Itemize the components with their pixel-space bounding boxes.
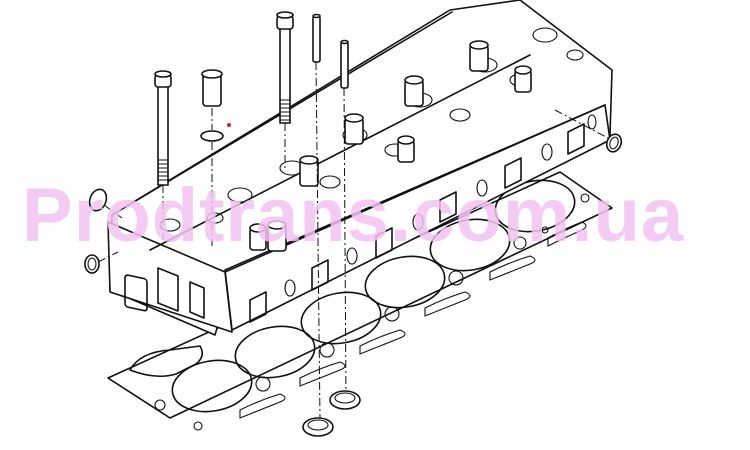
injector-sleeve <box>200 69 231 248</box>
valve-guides <box>249 40 532 252</box>
seal-ring-2 <box>302 417 334 437</box>
seal-ring-1 <box>329 390 361 410</box>
exhaust-ports <box>249 123 585 323</box>
plug-left-upper <box>88 188 108 212</box>
marker-dot <box>227 123 231 127</box>
cylinder-head <box>107 0 613 336</box>
seal-rings <box>302 390 361 437</box>
head-bolt-long <box>276 11 294 168</box>
o-ring <box>200 130 224 142</box>
dowel-pins <box>312 13 349 421</box>
plug-left-lower <box>84 254 100 274</box>
head-bolt-short <box>154 70 172 240</box>
plugs <box>84 109 623 274</box>
